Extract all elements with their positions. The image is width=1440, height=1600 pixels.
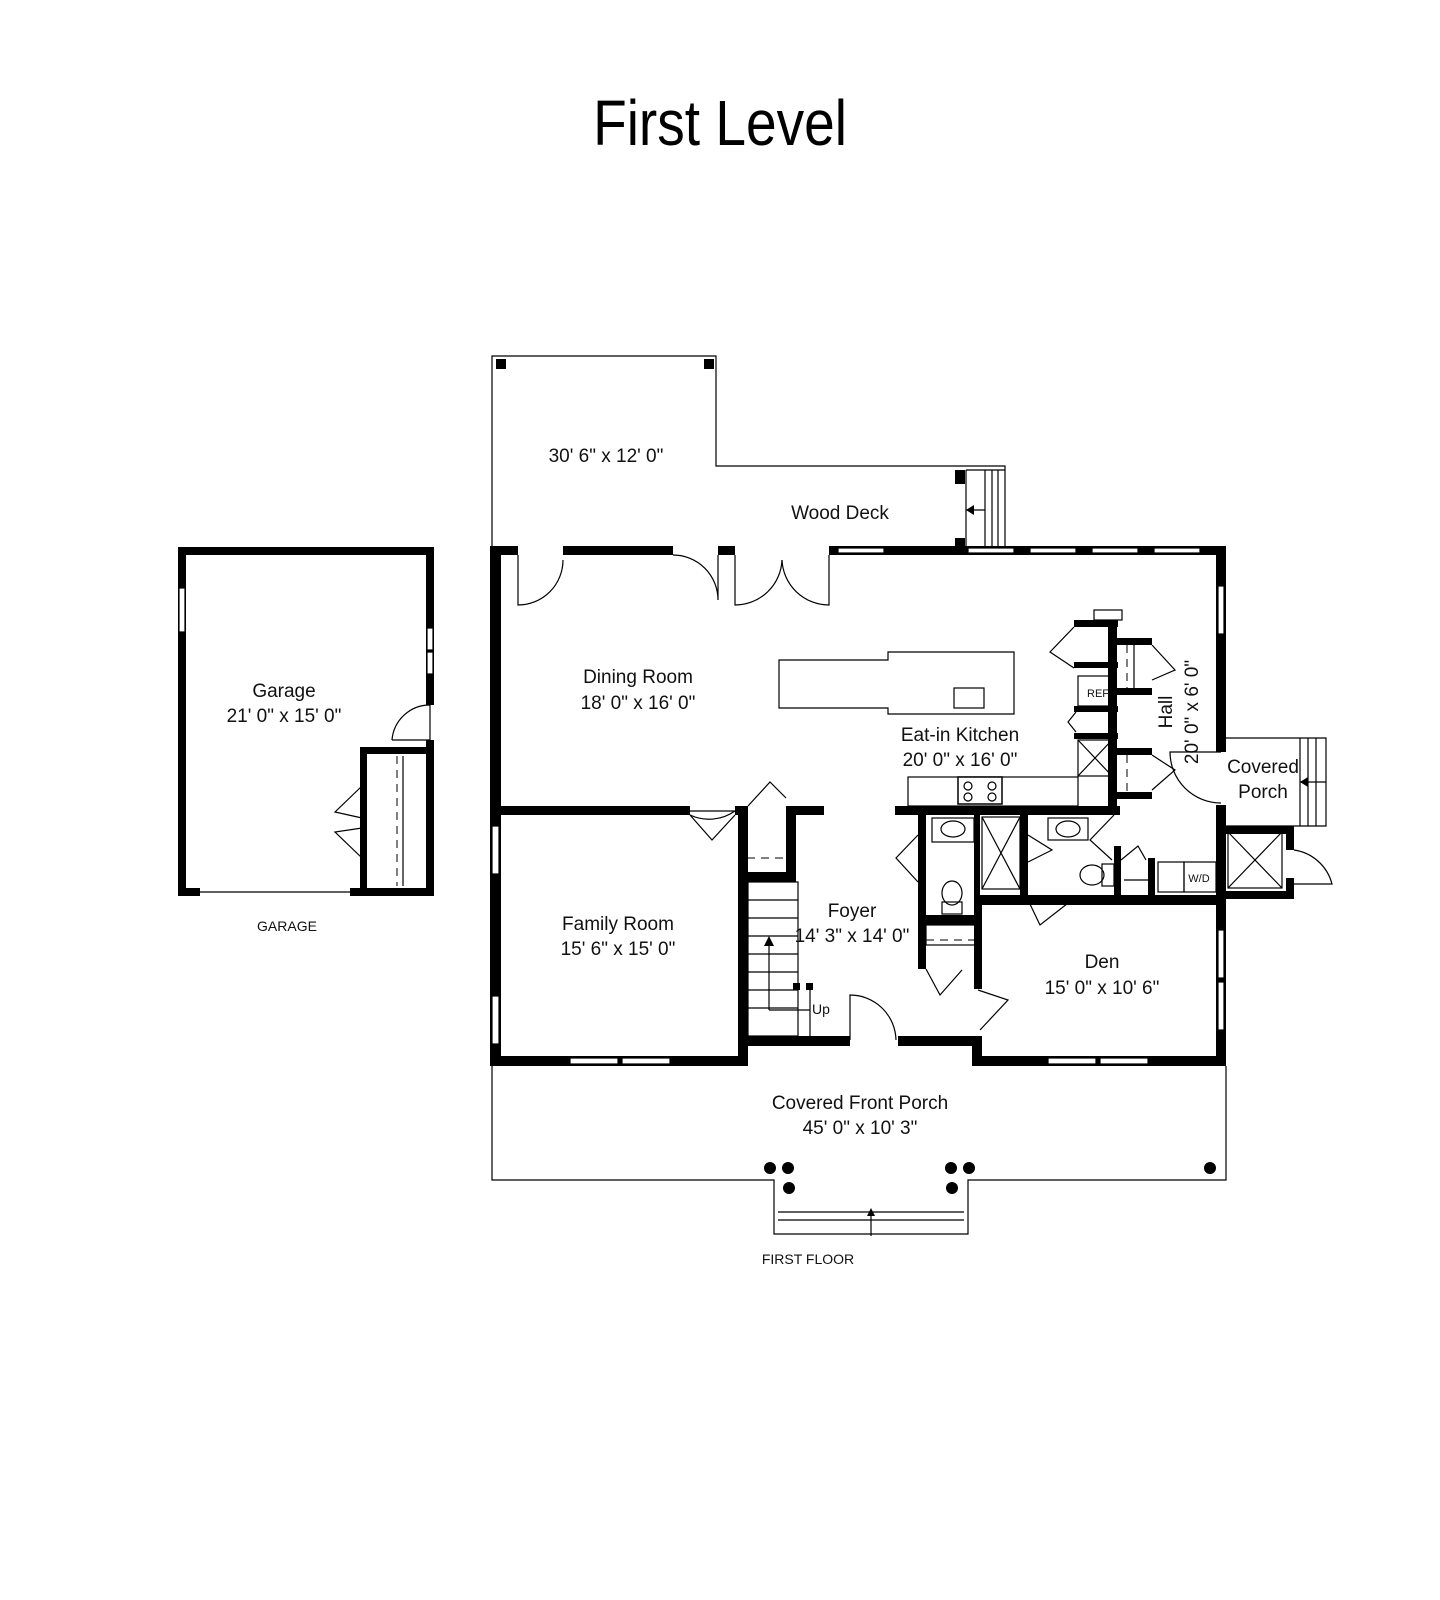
wood-deck-size: 30' 6" x 12' 0"	[549, 446, 664, 467]
wood-deck-name: Wood Deck	[791, 503, 889, 524]
window	[491, 995, 500, 1045]
family-room-name: Family Room	[562, 914, 674, 935]
window	[1217, 585, 1225, 635]
window	[967, 547, 1015, 554]
window	[621, 1057, 671, 1065]
dining-room-size: 18' 0" x 16' 0"	[581, 693, 696, 714]
garage-structure	[178, 547, 434, 896]
hall-name: Hall	[1156, 696, 1177, 729]
covered-porch-name-line2: Porch	[1238, 782, 1288, 803]
foyer-name: Foyer	[828, 901, 877, 922]
covered-porch-name-line1: Covered	[1227, 757, 1299, 778]
garage-side-door	[391, 704, 431, 741]
front-door	[849, 994, 897, 1041]
window	[491, 825, 500, 875]
window	[569, 1057, 619, 1065]
hall-door	[1169, 751, 1222, 804]
wd-label: W/D	[1188, 873, 1209, 885]
window	[1029, 547, 1077, 554]
front-porch-name: Covered Front Porch	[772, 1093, 948, 1114]
kitchen-island	[778, 651, 1015, 715]
deck-doors	[517, 554, 830, 606]
garage-name: Garage	[252, 681, 315, 702]
shower	[1227, 831, 1283, 889]
family-room-size: 15' 6" x 15' 0"	[561, 939, 676, 960]
kitchen-name: Eat-in Kitchen	[901, 725, 1019, 746]
garage-size: 21' 0" x 15' 0"	[227, 706, 342, 727]
kitchen-size: 20' 0" x 16' 0"	[903, 750, 1018, 771]
foyer-size: 14' 3" x 14' 0"	[795, 926, 910, 947]
first-floor-caption: FIRST FLOOR	[762, 1251, 854, 1267]
hall-size: 20' 0" x 6' 0"	[1182, 660, 1203, 764]
window	[837, 547, 885, 554]
window	[1091, 547, 1139, 554]
den-size: 15' 0" x 10' 6"	[1045, 978, 1160, 999]
window	[1099, 1057, 1149, 1065]
page-title: First Level	[593, 87, 847, 159]
garage-window	[426, 627, 434, 651]
front-porch-structure	[491, 1066, 1227, 1236]
window	[1217, 981, 1225, 1031]
garage-window	[178, 587, 186, 633]
den-name: Den	[1085, 952, 1120, 973]
window	[1153, 547, 1201, 554]
sink	[953, 687, 985, 709]
window	[1047, 1057, 1097, 1065]
garage-window	[426, 651, 434, 675]
toilet	[1079, 864, 1105, 886]
wood-deck-structure	[491, 355, 1006, 548]
ref-label: REF	[1087, 688, 1109, 700]
toilet	[941, 880, 963, 906]
closet-bifold-door	[333, 785, 363, 859]
front-porch-size: 45' 0" x 10' 3"	[803, 1118, 918, 1139]
dining-room-name: Dining Room	[583, 667, 693, 688]
interior-walls	[490, 609, 1333, 1066]
stairs-up-label: Up	[812, 1001, 830, 1017]
garage-caption: GARAGE	[257, 918, 317, 934]
sink	[1047, 817, 1089, 841]
window	[1217, 929, 1225, 979]
